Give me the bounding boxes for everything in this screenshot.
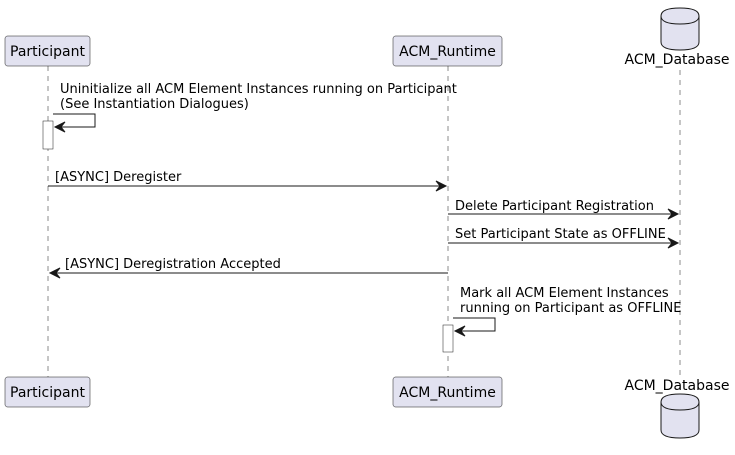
svg-text:Delete Participant Registratio: Delete Participant Registration: [455, 199, 654, 214]
database-icon: [660, 7, 700, 51]
acm-runtime-box-bottom: ACM_Runtime: [392, 376, 503, 408]
message-deregistration-accepted: [ASYNC] Deregistration Accepted: [48, 257, 448, 279]
svg-text:Mark all ACM Element Instances: Mark all ACM Element Instances: [460, 286, 669, 301]
database-icon: [660, 393, 700, 439]
message-self-uninitialize: Uninitialize all ACM Element Instances r…: [53, 82, 457, 133]
svg-text:ACM_Runtime: ACM_Runtime: [399, 385, 496, 401]
svg-text:[ASYNC] Deregistration Accepte: [ASYNC] Deregistration Accepted: [65, 257, 281, 272]
acm-runtime-box-top: ACM_Runtime: [392, 35, 503, 67]
svg-text:ACM_Database: ACM_Database: [625, 378, 730, 394]
activation-acm-runtime: [442, 324, 454, 353]
message-self-mark-offline: Mark all ACM Element Instances running o…: [453, 286, 681, 337]
message-set-offline: Set Participant State as OFFLINE: [448, 227, 680, 249]
svg-text:Set Participant State as OFFLI: Set Participant State as OFFLINE: [455, 227, 666, 242]
participant-box-bottom: Participant: [4, 376, 91, 408]
svg-text:running on Participant as OFFL: running on Participant as OFFLINE: [460, 301, 681, 316]
activation-participant: [42, 120, 54, 150]
svg-text:Uninitialize all ACM Element I: Uninitialize all ACM Element Instances r…: [60, 82, 457, 97]
message-deregister: [ASYNC] Deregister: [48, 170, 448, 192]
acm-database-top: ACM_Database: [625, 7, 730, 68]
svg-text:ACM_Runtime: ACM_Runtime: [399, 44, 496, 60]
participant-box-top: Participant: [4, 35, 91, 67]
svg-text:ACM_Database: ACM_Database: [625, 52, 730, 68]
svg-text:Participant: Participant: [10, 44, 85, 60]
svg-text:[ASYNC] Deregister: [ASYNC] Deregister: [55, 170, 182, 185]
acm-database-bottom: ACM_Database: [625, 378, 730, 439]
svg-text:Participant: Participant: [10, 385, 85, 401]
message-delete-registration: Delete Participant Registration: [448, 199, 680, 220]
svg-text:(See Instantiation Dialogues): (See Instantiation Dialogues): [60, 97, 249, 112]
